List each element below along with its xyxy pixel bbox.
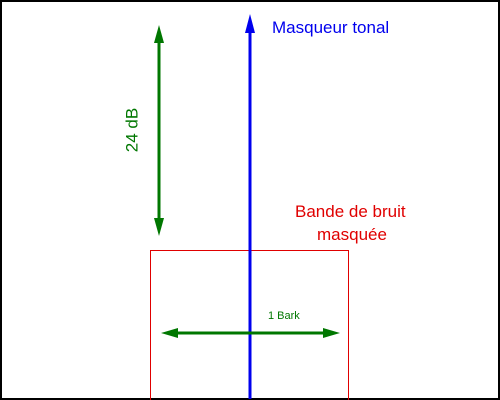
tonal-masker-label: Masqueur tonal bbox=[272, 18, 390, 37]
tonal-masker-arrowhead bbox=[245, 14, 255, 33]
level-difference-arrowhead-bottom bbox=[154, 218, 164, 236]
noise-band-label-line1: Bande de bruit bbox=[295, 202, 406, 221]
level-difference-arrowhead-top bbox=[154, 25, 164, 43]
level-difference-label: 24 dB bbox=[122, 107, 142, 153]
bandwidth-arrowhead-left bbox=[161, 328, 178, 338]
bandwidth-label: 1 Bark bbox=[268, 310, 300, 322]
bandwidth-arrowhead-right bbox=[323, 328, 340, 338]
noise-band-label-line2: masquée bbox=[317, 225, 387, 244]
